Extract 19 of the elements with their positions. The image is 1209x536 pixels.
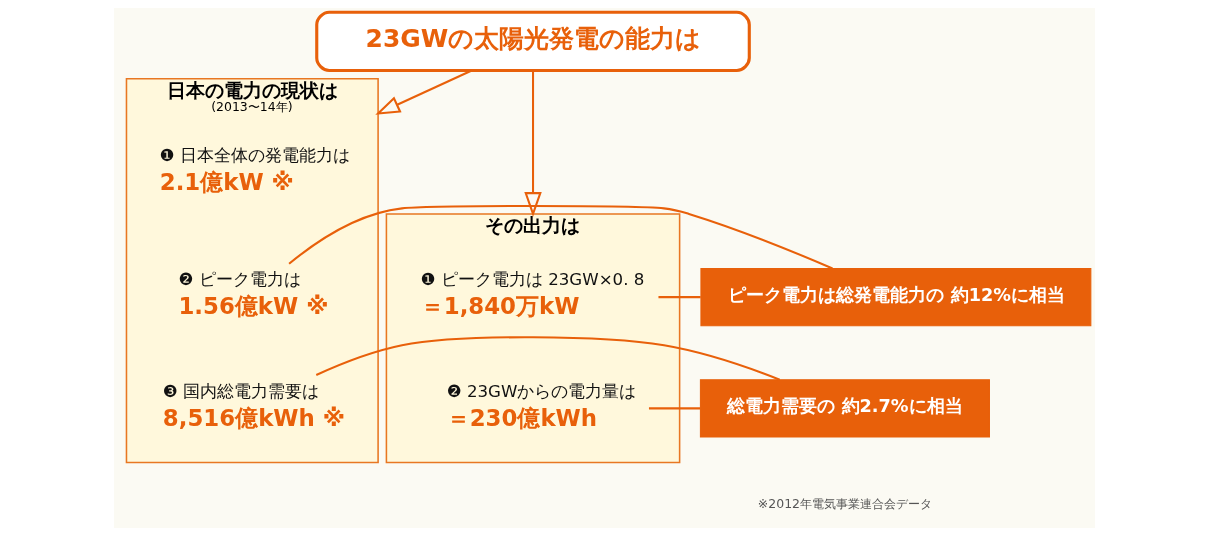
arrow (524, 70, 542, 218)
node-text: ❷ ピーク電力は 1.56億kW ※ (178, 270, 329, 320)
node-text: ❷ 23GWからの電力量は ＝230億kWh (446, 381, 637, 431)
cluster (385, 213, 681, 464)
connector (288, 204, 833, 270)
node-box: 23GWの太陽光発電の能力は (315, 10, 751, 72)
arrow (375, 69, 473, 115)
node-text: ❶ ピーク電力は 23GW×0. 8 ＝1,840万kW (420, 270, 645, 320)
connector (658, 296, 701, 299)
node-box: ピーク電力は総発電能力の 約12%に相当 (700, 268, 1092, 327)
connector (648, 407, 701, 410)
node-text: ❶ 日本全体の発電能力は 2.1億kW ※ (159, 145, 350, 195)
connector (315, 336, 781, 381)
label: ※2012年電気事業連合会データ (757, 496, 933, 512)
node-label: その出力は (484, 215, 580, 237)
node-box: 総電力需要の 約2.7%に相当 (699, 379, 990, 438)
node-label: 日本の電力の現状は (166, 79, 338, 101)
cluster (125, 78, 379, 464)
node-text: ❸ 国内総電力需要は 8,516億kWh ※ (162, 381, 346, 431)
